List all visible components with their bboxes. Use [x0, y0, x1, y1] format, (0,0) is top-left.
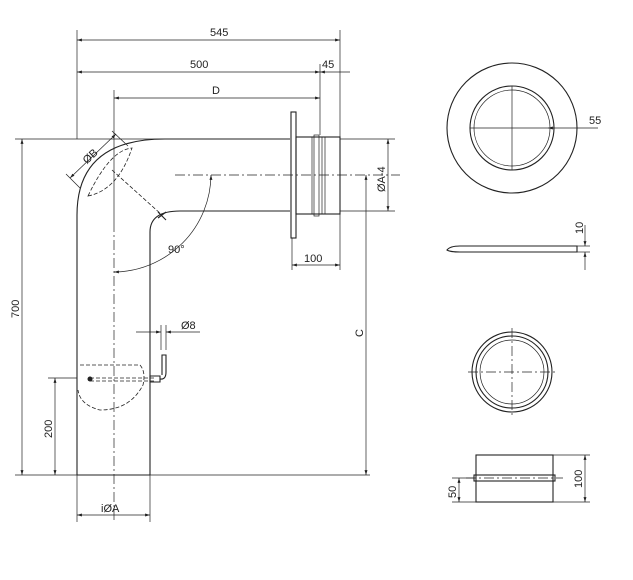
- dim-c: C: [354, 329, 366, 337]
- dim-diameter-b: ØB: [81, 147, 101, 167]
- dim-50: 50: [447, 486, 459, 498]
- dim-100-flange: 100: [304, 253, 322, 265]
- flange-and-sleeve: [290, 111, 341, 239]
- sleeve-front-view: [468, 328, 556, 416]
- dim-diameter-a-minus-4: ØA-4: [376, 166, 388, 192]
- rosette-front-view: 55: [446, 62, 601, 194]
- rod-diameter-label: Ø8: [181, 320, 196, 332]
- dim-500: 500: [190, 59, 208, 71]
- angle-label: 90°: [168, 244, 185, 256]
- dim-545: 545: [210, 27, 228, 39]
- rosette-side-view: 10: [446, 222, 590, 270]
- dim-200: 200: [43, 420, 55, 438]
- dimension-lines: 545 500 45 D ØB ØA-4 100 700 200 C iØA: [10, 27, 395, 522]
- dim-700: 700: [10, 300, 22, 318]
- dim-55: 55: [589, 115, 601, 127]
- dim-inner-diameter-a: iØA: [101, 503, 120, 515]
- dim-10: 10: [574, 222, 586, 234]
- dim-d: D: [212, 85, 220, 97]
- dim-45: 45: [322, 59, 334, 71]
- dim-100-sleeve: 100: [573, 470, 585, 488]
- cleaning-rod: Ø8: [77, 320, 200, 411]
- sleeve-side-view: 50 100: [447, 454, 590, 503]
- elbow-pipe: 90°: [76, 138, 400, 520]
